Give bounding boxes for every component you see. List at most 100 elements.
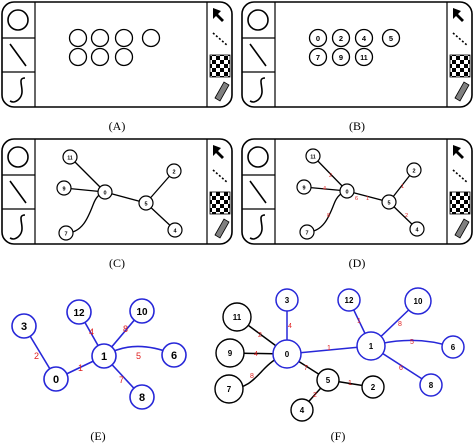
dotted-line-icon xyxy=(452,32,469,47)
checkerboard-tool[interactable] xyxy=(449,54,471,78)
graph-node[interactable]: 0 xyxy=(43,366,69,392)
node-label: 8 xyxy=(429,381,434,390)
graph-node[interactable]: 0 xyxy=(272,339,302,369)
edge-weights: 2 4 4 8 1 5 7 1 6 1 2 8 xyxy=(250,318,414,399)
curve-icon xyxy=(249,77,266,103)
graph-node[interactable]: 9 xyxy=(215,338,245,368)
circle-tool[interactable] xyxy=(7,146,29,168)
circle-tool[interactable] xyxy=(247,9,269,31)
graph-node[interactable]: 10 xyxy=(129,298,155,324)
graph-node[interactable]: 6 xyxy=(161,342,187,368)
edge-weight: 1 xyxy=(327,345,331,352)
graph-node[interactable]: 2 xyxy=(361,375,385,399)
circle-tool[interactable] xyxy=(247,146,269,168)
eraser-icon xyxy=(454,81,470,102)
graph-node[interactable]: 1 xyxy=(91,343,117,369)
unlabeled-node[interactable] xyxy=(141,28,161,48)
pointer-tool[interactable] xyxy=(453,8,464,22)
checkerboard-tool[interactable] xyxy=(209,191,231,215)
unlabeled-node[interactable] xyxy=(90,47,110,67)
dotted-line-tool[interactable] xyxy=(212,32,229,47)
checkerboard-tool[interactable] xyxy=(209,54,231,78)
graph-node[interactable]: 2 xyxy=(331,28,351,48)
pointer-tool[interactable] xyxy=(213,145,224,159)
graph-node[interactable]: 7 xyxy=(308,47,328,67)
eraser-tool[interactable] xyxy=(454,81,470,102)
edges xyxy=(303,155,418,233)
graph-node[interactable]: 8 xyxy=(419,373,443,397)
curve-tool[interactable] xyxy=(249,214,266,240)
node-label: 7 xyxy=(316,53,320,62)
dotted-line-tool[interactable] xyxy=(452,169,469,184)
graph-node[interactable]: 12 xyxy=(337,288,361,312)
graph-node[interactable]: 5 xyxy=(381,28,401,48)
graph-node[interactable]: 5 xyxy=(138,195,154,211)
line-tool[interactable] xyxy=(9,180,27,204)
node-label: 5 xyxy=(144,202,147,208)
unlabeled-node[interactable] xyxy=(114,28,134,48)
line-tool[interactable] xyxy=(249,43,267,67)
line-tool[interactable] xyxy=(249,180,267,204)
eraser-tool[interactable] xyxy=(214,218,230,239)
graph-node[interactable]: 5 xyxy=(316,368,340,392)
graph-node[interactable]: 12 xyxy=(66,299,92,325)
graph-node[interactable]: 4 xyxy=(290,398,314,422)
edge-weight: 6 xyxy=(355,196,358,202)
graph-node[interactable]: 7 xyxy=(299,224,315,240)
dotted-line-icon xyxy=(452,169,469,184)
unlabeled-node[interactable] xyxy=(90,28,110,48)
edge-weight: 4 xyxy=(288,323,292,330)
canvas-frame xyxy=(241,138,473,245)
unlabeled-node[interactable] xyxy=(68,28,88,48)
curve-tool[interactable] xyxy=(249,77,266,103)
eraser-tool[interactable] xyxy=(454,218,470,239)
line-tool[interactable] xyxy=(9,43,27,67)
node-label: 5 xyxy=(389,34,393,43)
graph-node[interactable]: 6 xyxy=(441,335,465,359)
unlabeled-node[interactable] xyxy=(114,47,134,67)
graph-node[interactable]: 7 xyxy=(214,374,244,404)
graph-node[interactable]: 3 xyxy=(11,313,37,339)
graph-node[interactable]: 7 xyxy=(58,225,74,241)
graph-node[interactable]: 3 xyxy=(275,288,299,312)
graph-node[interactable]: 4 xyxy=(409,221,425,237)
graph-node[interactable]: 11 xyxy=(62,149,78,165)
graph-node[interactable]: 4 xyxy=(167,222,183,238)
graph-node[interactable]: 11 xyxy=(354,47,374,67)
edge-weight: 6 xyxy=(399,365,403,372)
graph-node[interactable]: 9 xyxy=(56,180,72,196)
graph-node[interactable]: 0 xyxy=(308,28,328,48)
graph-node[interactable]: 4 xyxy=(354,28,374,48)
checkerboard-tool[interactable] xyxy=(449,191,471,215)
circle-tool[interactable] xyxy=(7,9,29,31)
dotted-line-tool[interactable] xyxy=(212,169,229,184)
edges xyxy=(63,156,176,234)
curve-tool[interactable] xyxy=(9,77,26,103)
node-label: 0 xyxy=(285,350,290,359)
pointer-tool[interactable] xyxy=(453,145,464,159)
graph-node[interactable]: 8 xyxy=(129,384,155,410)
node-label: 0 xyxy=(53,374,59,386)
graph-edge xyxy=(312,155,348,192)
unlabeled-node[interactable] xyxy=(68,47,88,67)
edge-weight: 5 xyxy=(410,339,414,346)
graph-node[interactable]: 9 xyxy=(331,47,351,67)
graph-node[interactable]: 2 xyxy=(406,162,422,178)
graph-node[interactable]: 9 xyxy=(296,179,312,195)
dotted-line-icon xyxy=(212,32,229,47)
graph-node[interactable]: 11 xyxy=(222,302,252,332)
node-label: 6 xyxy=(171,350,177,362)
eraser-tool[interactable] xyxy=(214,81,230,102)
graph-node[interactable]: 0 xyxy=(339,183,355,199)
pointer-tool[interactable] xyxy=(213,8,224,22)
graph-node[interactable]: 1 xyxy=(356,331,386,361)
canvas-frame xyxy=(1,1,233,108)
graph-node[interactable]: 0 xyxy=(97,184,113,200)
graph-node[interactable]: 5 xyxy=(381,194,397,210)
curve-icon xyxy=(9,214,26,240)
graph-node[interactable]: 10 xyxy=(404,287,432,315)
graph-node[interactable]: 2 xyxy=(166,163,182,179)
curve-tool[interactable] xyxy=(9,214,26,240)
graph-node[interactable]: 11 xyxy=(305,148,321,164)
dotted-line-tool[interactable] xyxy=(452,32,469,47)
